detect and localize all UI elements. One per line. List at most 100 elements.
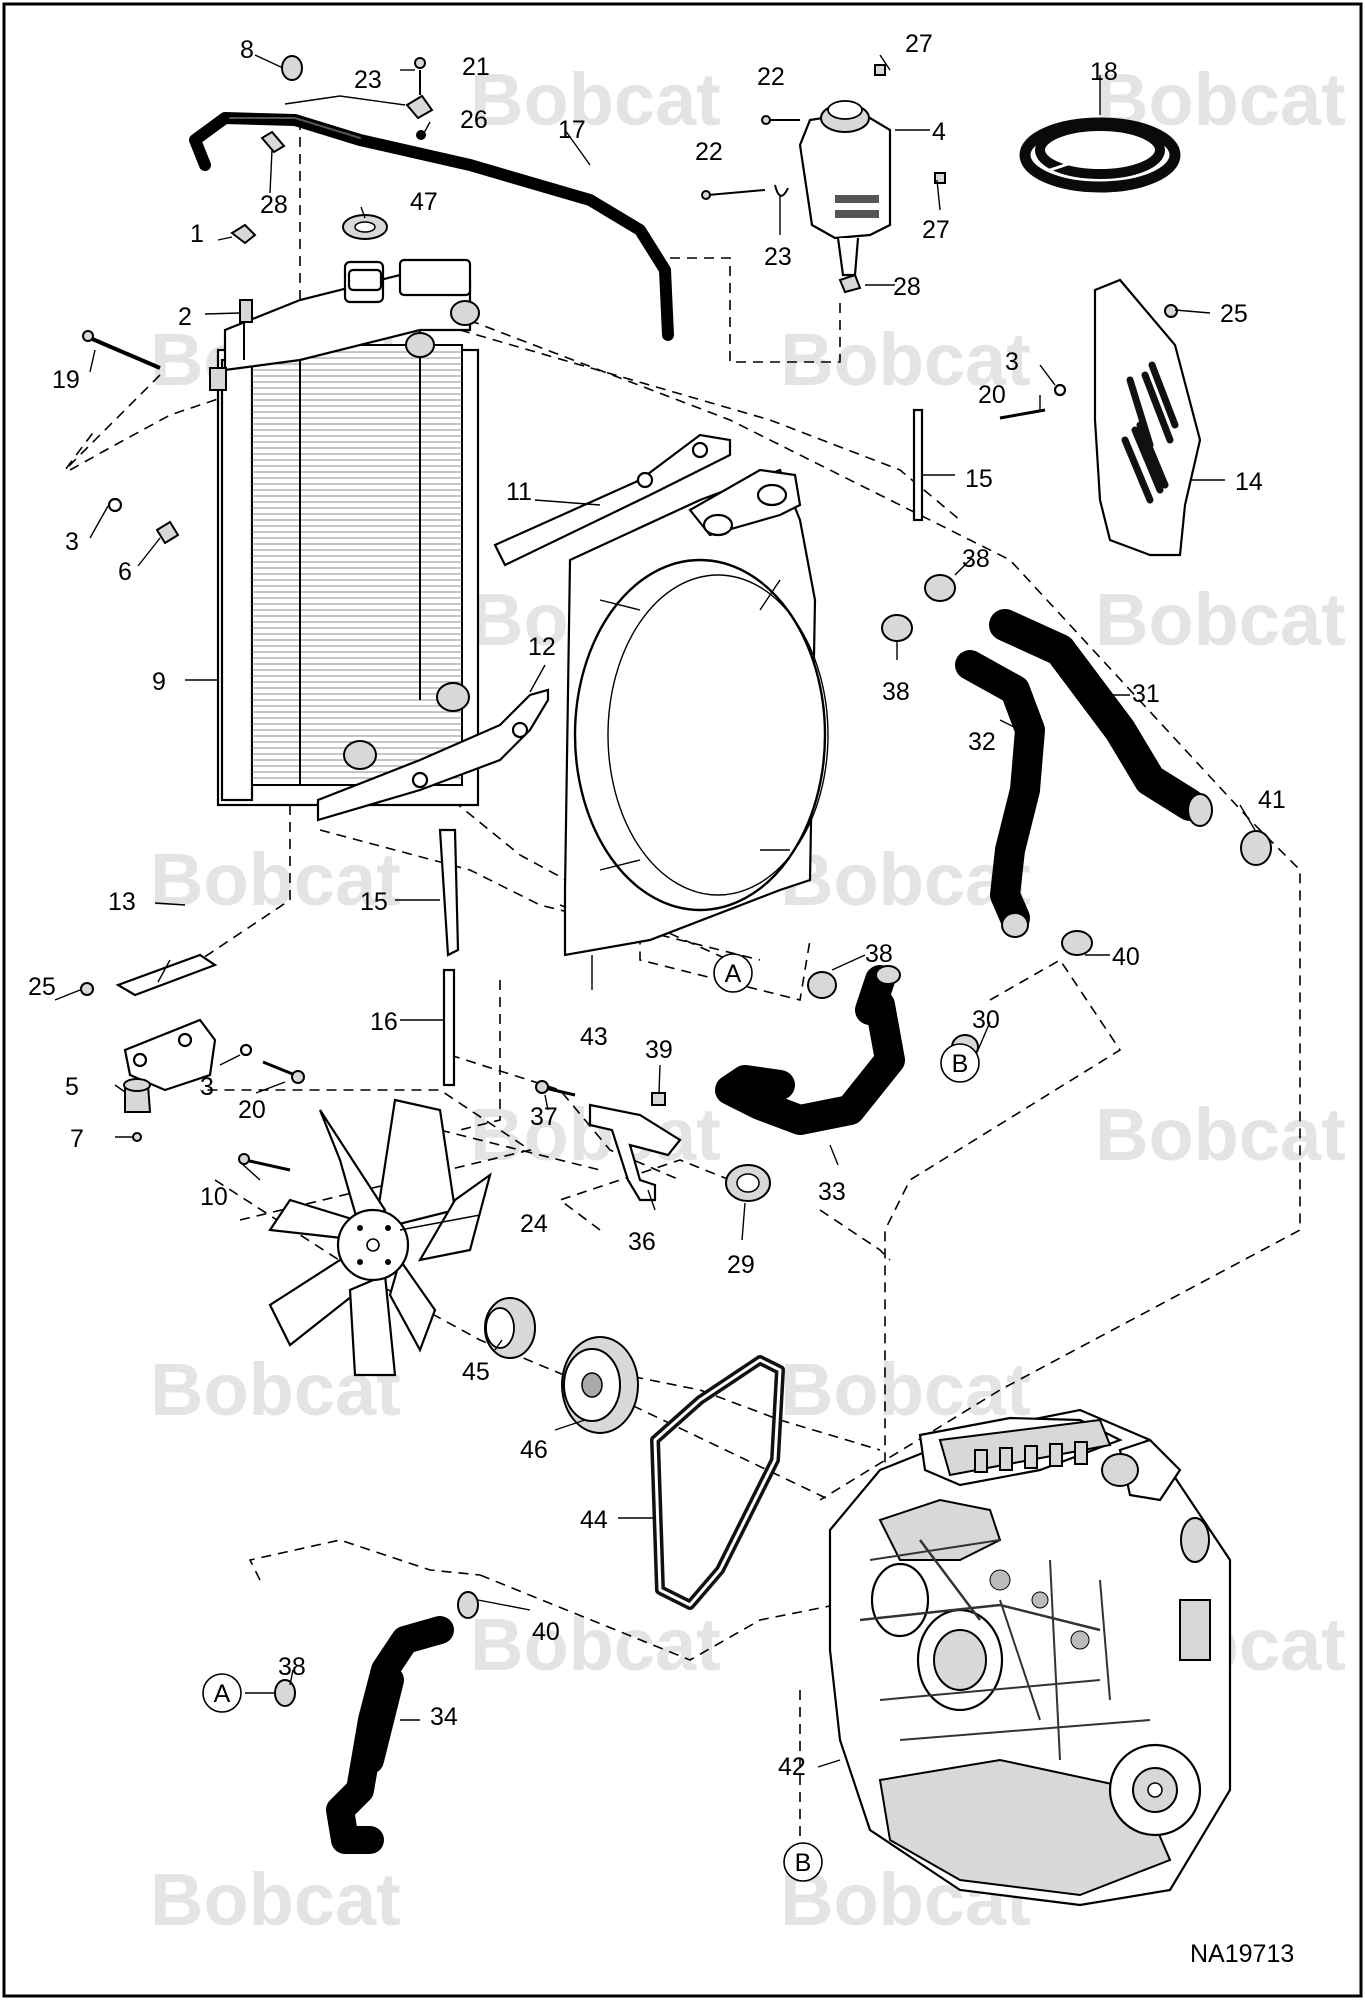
cooling-fan xyxy=(238,1098,492,1377)
part-label: 3 xyxy=(65,528,79,556)
part-label: 36 xyxy=(628,1228,656,1256)
part-label: 44 xyxy=(580,1506,608,1534)
part-label: 42 xyxy=(778,1753,806,1781)
leader-lines xyxy=(54,54,1256,1768)
radiator xyxy=(209,258,480,807)
part-label: 30 xyxy=(972,1006,1000,1034)
callout-label: B xyxy=(795,1849,812,1877)
part-label: 8 xyxy=(240,36,254,64)
part-label: 37 xyxy=(530,1103,558,1131)
part-label: 7 xyxy=(70,1125,84,1153)
part-label: 15 xyxy=(965,465,993,493)
part-label: 39 xyxy=(645,1036,673,1064)
part-label: 18 xyxy=(1090,58,1118,86)
part-label: 31 xyxy=(1132,680,1160,708)
part-label: 9 xyxy=(152,668,166,696)
part-label: 40 xyxy=(1112,943,1140,971)
lower-engine-hose xyxy=(274,1591,479,1854)
part-label: 32 xyxy=(968,728,996,756)
coolant-reservoir xyxy=(701,64,946,294)
watermark: Bobcat xyxy=(470,58,721,141)
part-label: 23 xyxy=(764,243,792,271)
radiator-cap xyxy=(342,214,388,292)
seal-strips xyxy=(438,408,924,1087)
watermark: Bobcat xyxy=(150,1858,401,1941)
part-label: 22 xyxy=(695,138,723,166)
part-label: 25 xyxy=(1220,300,1248,328)
watermark: Bobcat xyxy=(780,1348,1031,1431)
watermark: Bobcat xyxy=(780,318,1031,401)
shroud-seals xyxy=(316,433,732,822)
upper-radiator-hose xyxy=(989,609,1213,827)
mounting-bracket xyxy=(80,953,305,1142)
part-label: 5 xyxy=(65,1073,79,1101)
hose-coil xyxy=(1019,117,1181,193)
part-label: 38 xyxy=(962,545,990,573)
drive-belt xyxy=(650,1355,785,1610)
part-label: 10 xyxy=(200,1183,228,1211)
part-label: 45 xyxy=(462,1358,490,1386)
engine-assembly xyxy=(828,1408,1232,1907)
part-label: 47 xyxy=(410,188,438,216)
watermark: Bobcat xyxy=(1095,578,1346,661)
callout-label: B xyxy=(952,1050,969,1078)
part-label: 20 xyxy=(238,1096,266,1124)
lower-radiator-hose xyxy=(955,650,1045,938)
part-label: 3 xyxy=(200,1073,214,1101)
part-label: 2 xyxy=(178,303,192,331)
callout-label: A xyxy=(214,1680,231,1708)
part-label: 25 xyxy=(28,973,56,1001)
part-label: 43 xyxy=(580,1023,608,1051)
callout-markers: A A B B xyxy=(202,953,980,1882)
part-label: 34 xyxy=(430,1703,458,1731)
part-label: 28 xyxy=(260,191,288,219)
callout-label: A xyxy=(725,960,742,988)
part-label: 4 xyxy=(932,118,946,146)
part-label: 27 xyxy=(922,216,950,244)
part-label: 3 xyxy=(1005,348,1019,376)
watermark: Bobcat xyxy=(150,838,401,921)
part-label: 6 xyxy=(118,558,132,586)
fan-shroud xyxy=(563,468,829,957)
part-label: 23 xyxy=(354,66,382,94)
part-label: 38 xyxy=(278,1653,306,1681)
part-label: 46 xyxy=(520,1436,548,1464)
figure-id: NA19713 xyxy=(1190,1940,1294,1968)
part-label: 26 xyxy=(460,106,488,134)
part-label: 24 xyxy=(520,1210,548,1238)
bypass-hose xyxy=(715,965,905,1135)
part-label: 41 xyxy=(1258,786,1286,814)
part-label: 38 xyxy=(865,940,893,968)
part-label: 22 xyxy=(757,63,785,91)
part-label: 11 xyxy=(506,478,532,506)
part-label: 27 xyxy=(905,30,933,58)
part-label: 20 xyxy=(978,381,1006,409)
watermark: Bobcat xyxy=(470,1603,721,1686)
baffle-panel xyxy=(999,278,1202,557)
part-label: 28 xyxy=(893,273,921,301)
part-label: 19 xyxy=(52,366,80,394)
fan-pulley xyxy=(561,1336,639,1434)
fan-spacer xyxy=(484,1297,536,1359)
part-label: 17 xyxy=(558,116,586,144)
part-label: 1 xyxy=(190,220,204,248)
part-label: 15 xyxy=(360,888,388,916)
part-label: 13 xyxy=(108,888,136,916)
part-label: 14 xyxy=(1235,468,1263,496)
watermark: Bobcat xyxy=(780,838,1031,921)
hose-clamps xyxy=(807,574,1272,1060)
part-label: 40 xyxy=(532,1618,560,1646)
radiator-hardware xyxy=(82,223,257,545)
part-label: 29 xyxy=(727,1251,755,1279)
part-label: 12 xyxy=(528,633,556,661)
part-label: 33 xyxy=(818,1178,846,1206)
part-label: 38 xyxy=(882,678,910,706)
overflow-hose xyxy=(189,55,674,341)
part-label: 21 xyxy=(462,53,490,81)
hose-bracket xyxy=(535,1080,771,1202)
watermark: Bobcat xyxy=(1095,1093,1346,1176)
part-label: 16 xyxy=(370,1008,398,1036)
part-number-labels: 1 2 3 3 3 3 4 5 6 7 8 9 10 11 12 13 14 1… xyxy=(28,30,1286,1781)
